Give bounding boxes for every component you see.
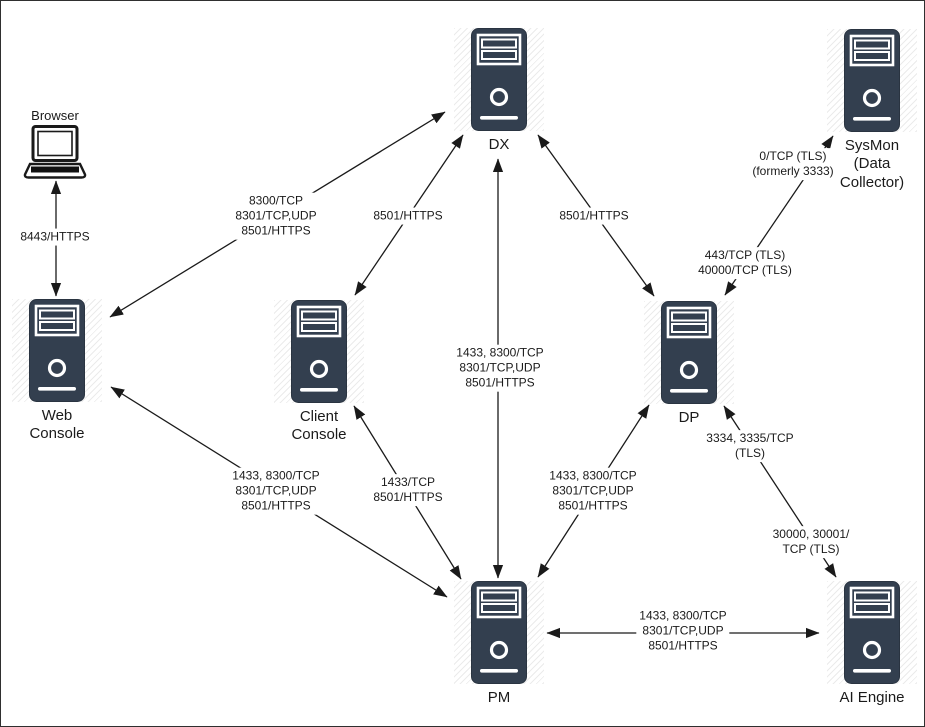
node-label-line: PM: [487, 689, 511, 706]
node-label-line: DP: [678, 409, 700, 426]
edge-label-pm-ai-engine: 1433, 8300/TCP 8301/TCP,UDP 8501/HTTPS: [636, 607, 730, 655]
edge-label-dp-sysmon-upper: 0/TCP (TLS) (formerly 3333): [749, 148, 837, 180]
port-line: 1433, 8300/TCP: [456, 345, 544, 360]
server-icon: [471, 581, 527, 684]
port-line: (TLS): [735, 446, 765, 460]
port-line: 1433/TCP: [380, 475, 436, 490]
port-line: 30000, 30001/: [772, 527, 850, 542]
node-dp-label: DP: [644, 409, 734, 427]
port-line: 8501/HTTPS: [559, 208, 629, 223]
port-line: 1433, 8300/TCP: [549, 468, 637, 483]
port-line: 8300/TCP: [248, 193, 304, 208]
port-line: 8501/HTTPS: [465, 375, 535, 390]
node-label-line: Console: [291, 426, 347, 444]
edge-label-client-console-dx: 8501/HTTPS: [370, 207, 446, 225]
server-icon: [291, 300, 347, 403]
port-line: 8501/HTTPS: [648, 638, 718, 653]
port-line: 8301/TCP,UDP: [552, 483, 634, 498]
server-icon: [29, 299, 85, 402]
port-line: 8301/TCP,UDP: [459, 360, 541, 375]
edge-label-browser-web-console: 8443/HTTPS: [17, 228, 93, 246]
port-line: 8501/HTTPS: [241, 498, 311, 513]
node-browser-label: Browser: [31, 108, 79, 123]
node-ai-engine-label: AI Engine: [827, 689, 917, 707]
port-line: 3334, 3335/TCP: [706, 431, 794, 446]
node-label-line: DX: [488, 136, 510, 153]
port-line: 443/TCP (TLS): [704, 248, 786, 263]
port-line: 8501/HTTPS: [558, 498, 628, 513]
edge-label-dp-ai-lower: 30000, 30001/ TCP (TLS): [769, 526, 853, 558]
laptop-icon: [23, 125, 87, 181]
edge-label-web-console-dx: 8300/TCP 8301/TCP,UDP 8501/HTTPS: [232, 192, 320, 240]
server-icon: [844, 581, 900, 684]
node-label-line: Client: [299, 408, 339, 425]
node-label-line: Web: [41, 407, 73, 424]
edge-label-web-console-pm: 1433, 8300/TCP 8301/TCP,UDP 8501/HTTPS: [229, 467, 323, 515]
node-web-console-label: Web Console: [12, 407, 102, 444]
node-label-line: Console: [29, 425, 85, 443]
node-dx-label: DX: [454, 136, 544, 154]
edge-label-dx-pm: 1433, 8300/TCP 8301/TCP,UDP 8501/HTTPS: [453, 344, 547, 392]
node-label-line: (Data: [853, 155, 891, 173]
port-line: (formerly 3333): [752, 164, 834, 178]
node-label-line: AI Engine: [839, 689, 905, 706]
port-line: 1433, 8300/TCP: [232, 468, 320, 483]
node-pm-label: PM: [454, 689, 544, 707]
port-line: 8301/TCP,UDP: [235, 208, 317, 223]
port-line: 8501/HTTPS: [373, 490, 443, 504]
port-line: 40000/TCP (TLS): [698, 263, 792, 277]
port-line: 8501/HTTPS: [373, 208, 443, 223]
port-line: 0/TCP (TLS): [759, 149, 827, 164]
server-icon: [844, 29, 900, 132]
edge-label-dx-dp: 8501/HTTPS: [556, 207, 632, 225]
port-line: 8443/HTTPS: [20, 229, 90, 244]
edge-label-dp-sysmon-lower: 443/TCP (TLS) 40000/TCP (TLS): [695, 247, 795, 279]
node-label-line: Collector): [839, 173, 905, 191]
edge-label-client-console-pm: 1433/TCP 8501/HTTPS: [370, 474, 446, 506]
edge-label-dp-pm: 1433, 8300/TCP 8301/TCP,UDP 8501/HTTPS: [546, 467, 640, 515]
server-icon: [661, 301, 717, 404]
port-line: TCP (TLS): [782, 542, 840, 556]
node-browser: Browser: [21, 108, 89, 186]
node-sysmon-label: SysMon (Data Collector): [827, 137, 917, 192]
node-label-line: SysMon: [844, 137, 900, 154]
port-line: 8301/TCP,UDP: [235, 483, 317, 498]
port-line: 8301/TCP,UDP: [642, 623, 724, 638]
node-client-console-label: Client Console: [274, 408, 364, 445]
port-line: 8501/HTTPS: [241, 223, 311, 238]
server-icon: [471, 28, 527, 131]
port-line: 1433, 8300/TCP: [639, 608, 727, 623]
edge-label-dp-ai-upper: 3334, 3335/TCP (TLS): [703, 430, 797, 462]
